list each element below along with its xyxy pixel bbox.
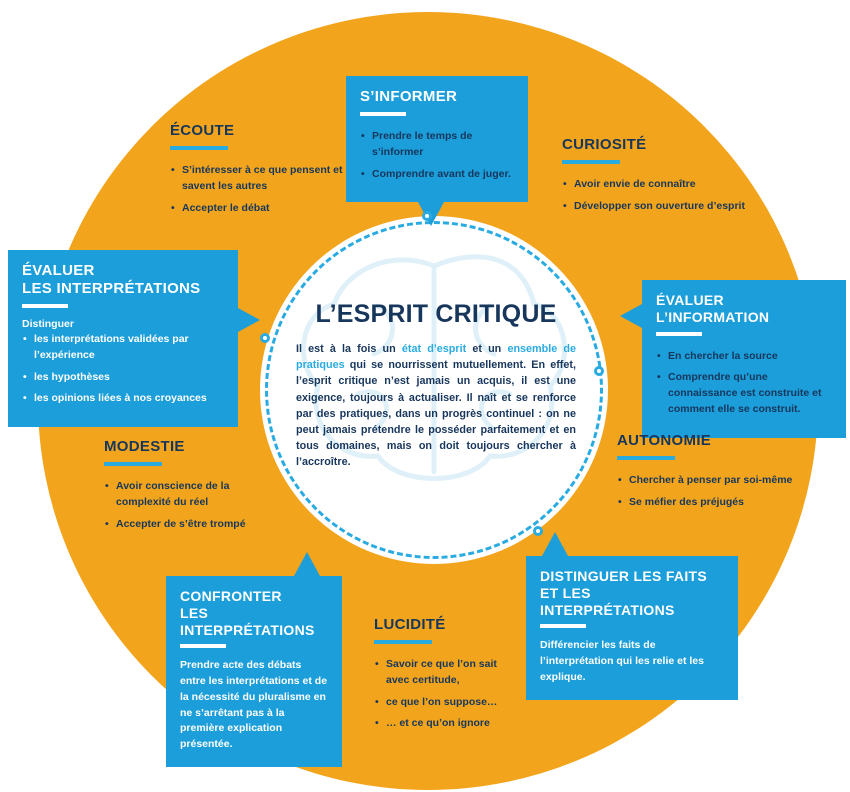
modestie-bullets: Avoir conscience de la complexité du rée… — [104, 479, 256, 532]
section-modestie: MODESTIE Avoir conscience de la complexi… — [104, 438, 256, 538]
center-paragraph: Il est à la fois un état d’esprit et un … — [296, 341, 576, 471]
section-ecoute: ÉCOUTE S’intéresser à ce que pensent et … — [170, 122, 345, 222]
lucidite-underline — [374, 640, 432, 644]
list-item: les hypothèses — [22, 370, 224, 386]
evaluer-interpretations-underline — [22, 304, 68, 308]
list-item: les interprétations validées par l’expér… — [22, 332, 224, 364]
list-item: Avoir envie de connaître — [562, 177, 757, 193]
list-item: Comprendre qu’une connaissance est const… — [656, 370, 832, 417]
section-evaluer-interpretations: ÉVALUER LES INTERPRÉTATIONS Distinguer l… — [8, 250, 260, 427]
list-item: En chercher la source — [656, 349, 832, 365]
modestie-underline — [104, 462, 162, 466]
list-item: Prendre le temps de s’informer — [360, 129, 514, 161]
autonomie-title: AUTONOMIE — [617, 432, 712, 449]
section-confronter: CONFRONTER LES INTERPRÉTATIONS Prendre a… — [166, 552, 342, 767]
autonomie-bullets: Chercher à penser par soi-même Se méfier… — [617, 473, 812, 511]
list-item: Savoir ce que l’on sait avec certitude, — [374, 657, 506, 689]
list-item: Développer son ouverture d’esprit — [562, 199, 757, 215]
evaluer-interpretations-label: Distinguer — [22, 318, 74, 330]
title-line: ÉVALUER — [22, 262, 95, 279]
connector-node-left — [260, 333, 270, 343]
connector-node-top — [422, 211, 432, 221]
title-line: DISTINGUER LES FAITS — [540, 568, 708, 584]
title-line: LES INTERPRÉTATIONS — [180, 604, 315, 638]
curiosite-underline — [562, 160, 620, 164]
connector-node-bottom-right — [533, 526, 543, 536]
ecoute-underline — [170, 146, 228, 150]
evaluer-information-bullets: En chercher la source Comprendre qu’une … — [656, 349, 832, 418]
autonomie-underline — [617, 456, 675, 460]
pointer-right — [238, 308, 260, 332]
distinguer-underline — [540, 624, 586, 629]
sinformer-title: S’INFORMER — [360, 88, 458, 105]
highlight-etat-desprit: état d’esprit — [401, 343, 467, 355]
pointer-up — [294, 552, 320, 576]
section-lucidite: LUCIDITÉ Savoir ce que l’on sait avec ce… — [374, 616, 506, 738]
confronter-underline — [180, 644, 226, 649]
list-item: ce que l’on suppose… — [374, 695, 506, 711]
evaluer-information-title: ÉVALUER L’INFORMATION — [656, 292, 770, 325]
section-evaluer-information: ÉVALUER L’INFORMATION En chercher la sou… — [620, 280, 846, 438]
list-item: S’intéresser à ce que pensent et savent … — [170, 163, 345, 195]
paragraph-segment: et un — [466, 343, 508, 355]
list-item: Comprendre avant de juger. — [360, 167, 514, 183]
pointer-up — [542, 532, 568, 556]
section-autonomie: AUTONOMIE Chercher à penser par soi-même… — [617, 432, 812, 517]
lucidite-bullets: Savoir ce que l’on sait avec certitude, … — [374, 657, 506, 732]
sinformer-bullets: Prendre le temps de s’informer Comprendr… — [360, 129, 514, 182]
title-line: CONFRONTER — [180, 588, 282, 604]
center-circle: L’ESPRIT CRITIQUE Il est à la fois un ét… — [260, 216, 608, 564]
section-distinguer: DISTINGUER LES FAITS ET LES INTERPRÉTATI… — [526, 532, 738, 700]
brain-watermark-icon — [301, 254, 567, 481]
evaluer-interpretations-bullets: les interprétations validées par l’expér… — [22, 332, 224, 407]
evaluer-information-underline — [656, 331, 702, 336]
confronter-title: CONFRONTER LES INTERPRÉTATIONS — [180, 588, 328, 638]
list-item: Accepter de s’être trompé — [104, 517, 256, 533]
paragraph-segment: qui se nourrissent mutuellement. En effe… — [296, 359, 576, 469]
distinguer-title: DISTINGUER LES FAITS ET LES INTERPRÉTATI… — [540, 568, 724, 618]
list-item: les opinions liées à nos croyances — [22, 391, 224, 407]
paragraph-segment: Il est à la fois un — [296, 343, 402, 355]
list-item: Chercher à penser par soi-même — [617, 473, 812, 489]
ecoute-title: ÉCOUTE — [170, 122, 235, 139]
title-line: LES INTERPRÉTATIONS — [22, 280, 201, 297]
confronter-text: Prendre acte des débats entre les interp… — [180, 659, 328, 751]
section-curiosite: CURIOSITÉ Avoir envie de connaître Dével… — [562, 136, 757, 221]
list-item: … et ce qu’on ignore — [374, 716, 506, 732]
list-item: Avoir conscience de la complexité du rée… — [104, 479, 256, 511]
title-line: ET LES INTERPRÉTATIONS — [540, 584, 675, 618]
lucidite-title: LUCIDITÉ — [374, 616, 446, 633]
modestie-title: MODESTIE — [104, 438, 185, 455]
pointer-left — [620, 304, 642, 328]
page-title: L’ESPRIT CRITIQUE — [315, 300, 557, 328]
sinformer-underline — [360, 112, 406, 116]
list-item: Se méfier des préjugés — [617, 495, 812, 511]
ecoute-bullets: S’intéresser à ce que pensent et savent … — [170, 163, 345, 216]
center-content: L’ESPRIT CRITIQUE Il est à la fois un ét… — [296, 300, 576, 471]
curiosite-title: CURIOSITÉ — [562, 136, 647, 153]
distinguer-text: Différencier les faits de l’interprétati… — [540, 639, 704, 683]
section-sinformer: S’INFORMER Prendre le temps de s’informe… — [346, 76, 528, 227]
evaluer-interpretations-title: ÉVALUER LES INTERPRÉTATIONS — [22, 262, 224, 298]
list-item: Accepter le débat — [170, 201, 345, 217]
highlight-ensemble-pratiques: ensemble de pratiques — [296, 343, 576, 372]
connector-node-right — [594, 366, 604, 376]
curiosite-bullets: Avoir envie de connaître Développer son … — [562, 177, 757, 215]
